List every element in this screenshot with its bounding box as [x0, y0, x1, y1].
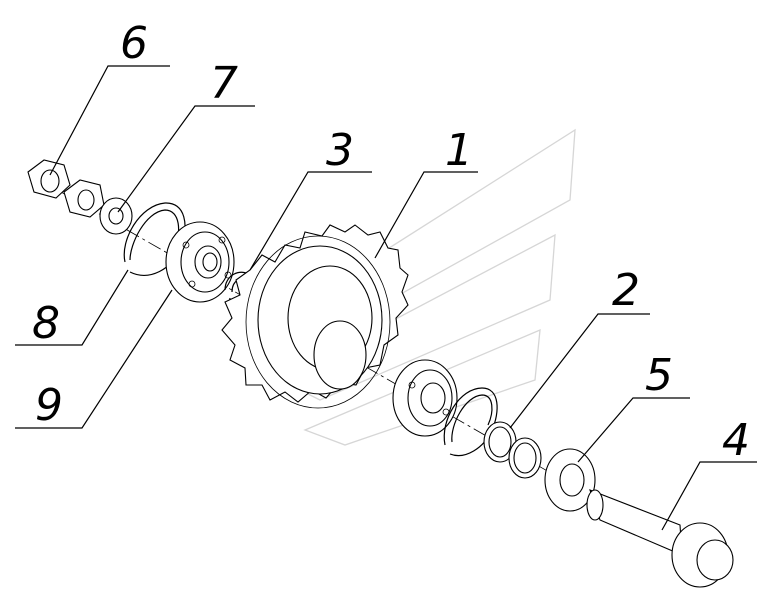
callout-1: 1 — [445, 125, 473, 176]
bearing-right — [392, 359, 458, 437]
snap-ring-right — [443, 387, 498, 457]
callout-9: 9 — [35, 380, 63, 431]
leader-lines — [15, 65, 757, 531]
bearing-9 — [165, 221, 235, 303]
washer-7 — [99, 197, 133, 235]
callout-8: 8 — [32, 298, 60, 349]
hex-nut-6 — [27, 159, 105, 218]
axle-4 — [586, 489, 734, 588]
callout-labels: 1 2 3 4 5 6 7 8 9 — [32, 18, 750, 466]
callout-2: 2 — [612, 265, 640, 316]
callout-6: 6 — [120, 18, 148, 69]
sprocket-1 — [221, 224, 409, 409]
callout-4: 4 — [722, 415, 750, 466]
callout-7: 7 — [210, 58, 238, 109]
callout-5: 5 — [645, 350, 673, 401]
washer-5 — [544, 448, 596, 512]
callout-3: 3 — [326, 125, 354, 176]
ring-2 — [483, 421, 542, 479]
